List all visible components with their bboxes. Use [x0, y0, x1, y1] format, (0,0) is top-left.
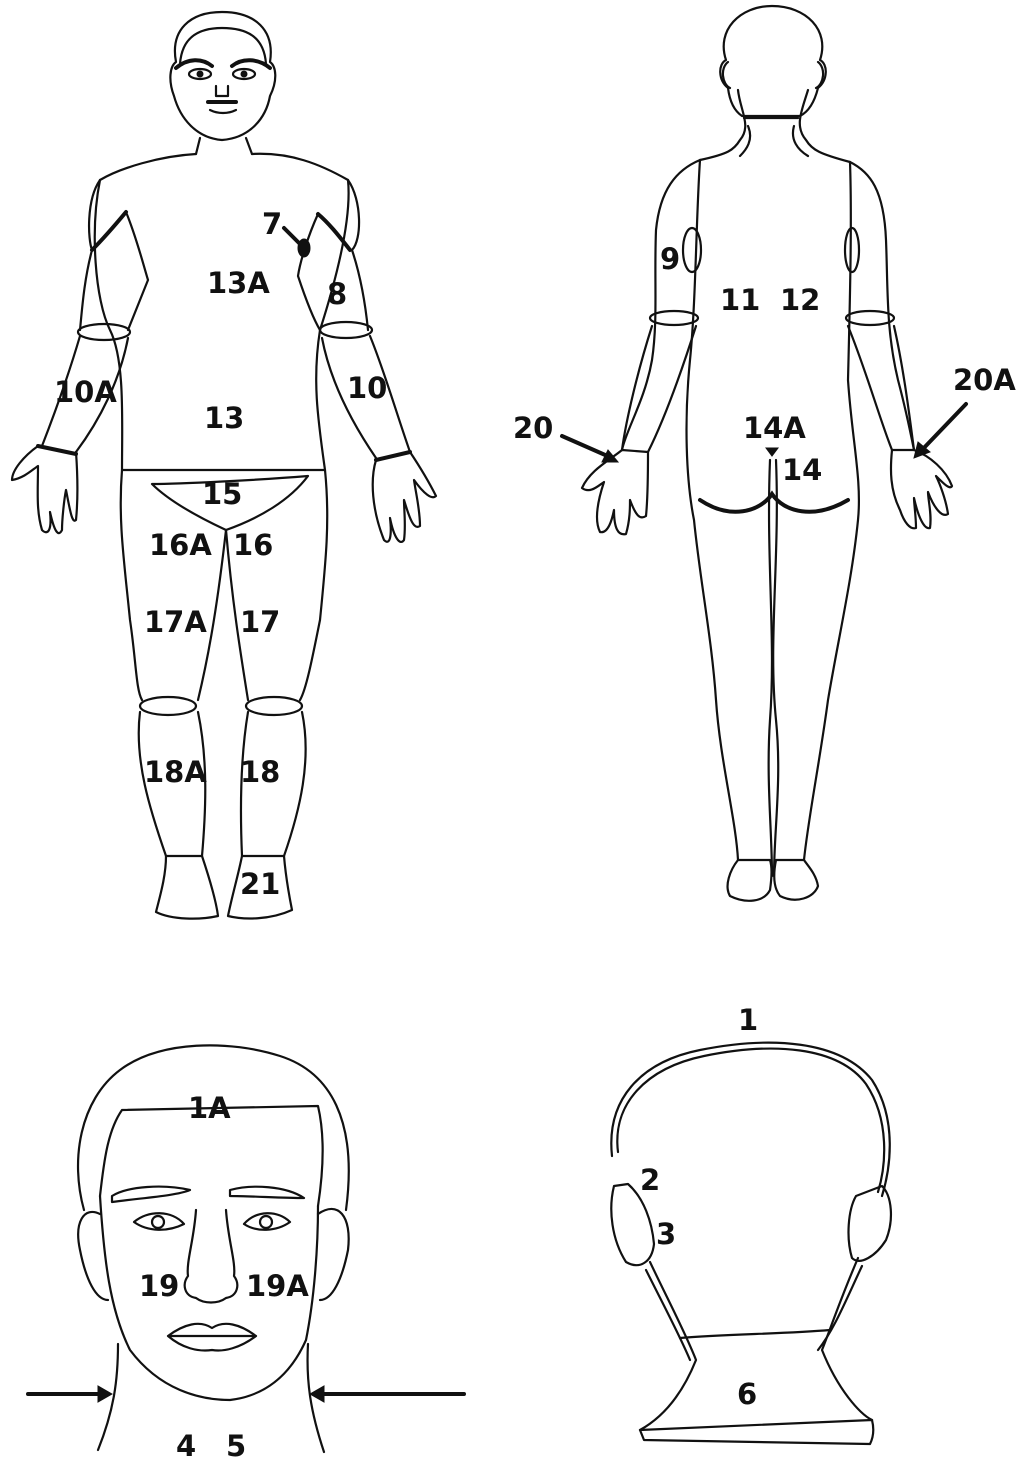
buttocks-crease: [700, 494, 848, 512]
face-hair-outline: [78, 1045, 349, 1210]
back-head-neck-inner: [646, 1266, 862, 1360]
label-21: 21: [240, 867, 280, 901]
tailbone-mark: [766, 448, 778, 456]
label-4: 4: [176, 1429, 196, 1460]
left-shoulder-band: [92, 212, 126, 250]
label-19: 19: [139, 1269, 179, 1303]
label-12: 12: [780, 283, 820, 317]
nose: [216, 86, 228, 96]
back-right-armpit: [845, 228, 859, 272]
label-18A: 18A: [144, 755, 207, 789]
label-18: 18: [240, 755, 280, 789]
label-1A: 1A: [188, 1091, 231, 1125]
left-eyebrow: [176, 60, 212, 68]
left-wrist-band: [38, 446, 76, 454]
left-knee: [140, 697, 196, 715]
label-2: 2: [640, 1163, 660, 1197]
front-right-hand: [373, 452, 436, 542]
back-left-forearm: [622, 326, 696, 452]
left-elbow: [78, 324, 130, 340]
label-15: 15: [202, 477, 242, 511]
right-knee: [246, 697, 302, 715]
back-right-hand: [891, 450, 952, 528]
arrow-20A: [920, 404, 966, 452]
front-left-foot: [156, 856, 218, 919]
mouth: [210, 110, 236, 113]
right-wrist-band: [376, 452, 410, 460]
label-17: 17: [240, 605, 280, 639]
label-10: 10: [347, 371, 387, 405]
face-right-iris: [260, 1216, 272, 1228]
back-right-foot: [774, 860, 818, 900]
label-11: 11: [720, 283, 760, 317]
right-ear: [318, 1209, 349, 1300]
face-left-eyebrow: [112, 1187, 190, 1202]
label-16: 16: [233, 528, 273, 562]
arrow-5-head: [310, 1386, 324, 1402]
right-pupil: [241, 71, 247, 77]
front-left-hand: [12, 446, 78, 533]
front-left-upper-arm: [80, 180, 148, 330]
arrow-20: [562, 436, 612, 458]
label-7: 7: [262, 207, 282, 241]
back-head-collar-top: [680, 1330, 830, 1338]
front-head: [170, 12, 275, 140]
back-head: [720, 6, 826, 116]
back-head-collar: [640, 1420, 873, 1444]
label-13A: 13A: [207, 266, 270, 300]
label-14A: 14A: [743, 411, 806, 445]
right-eyebrow: [232, 60, 270, 68]
face-figure: [28, 1045, 464, 1452]
face-mouth: [168, 1324, 256, 1351]
label-3: 3: [656, 1217, 676, 1251]
back-neck: [700, 90, 850, 162]
back-left-armpit: [683, 228, 701, 272]
back-ears: [723, 62, 823, 88]
label-10A: 10A: [54, 375, 117, 409]
label-16A: 16A: [149, 528, 212, 562]
label-17A: 17A: [144, 605, 207, 639]
back-left-hand: [582, 450, 648, 534]
label-19A: 19A: [246, 1269, 309, 1303]
face-left-iris: [152, 1216, 164, 1228]
label-20: 20: [513, 411, 553, 445]
label-6: 6: [737, 1377, 757, 1411]
label-9: 9: [660, 242, 680, 276]
back-leg-split: [769, 460, 772, 876]
left-ear: [78, 1212, 108, 1300]
face-nose: [185, 1210, 238, 1303]
back-right-forearm: [848, 326, 914, 450]
back-leg-split-2: [773, 460, 778, 876]
back-right-elbow: [846, 311, 894, 325]
label-13: 13: [204, 401, 244, 435]
label-8: 8: [327, 277, 347, 311]
back-left-elbow: [650, 311, 698, 325]
right-elbow: [320, 322, 372, 338]
left-pupil: [197, 71, 203, 77]
arrow-4-head: [98, 1386, 112, 1402]
label-5: 5: [226, 1429, 246, 1460]
back-body-figure: [562, 6, 966, 901]
back-left-foot: [728, 860, 772, 901]
face-right-eyebrow: [230, 1187, 304, 1198]
face-labels: 1A 19 19A 4 5: [139, 1091, 309, 1460]
back-head-right-ear: [849, 1186, 891, 1261]
label-1: 1: [738, 1003, 758, 1037]
label-14: 14: [782, 453, 822, 487]
arrow-7: [284, 228, 300, 244]
back-neck-inner: [740, 118, 808, 156]
label-20A: 20A: [953, 363, 1016, 397]
front-body-figure: [12, 12, 436, 919]
back-body-labels: 9 11 12 20 20A 14A 14: [513, 242, 1016, 487]
